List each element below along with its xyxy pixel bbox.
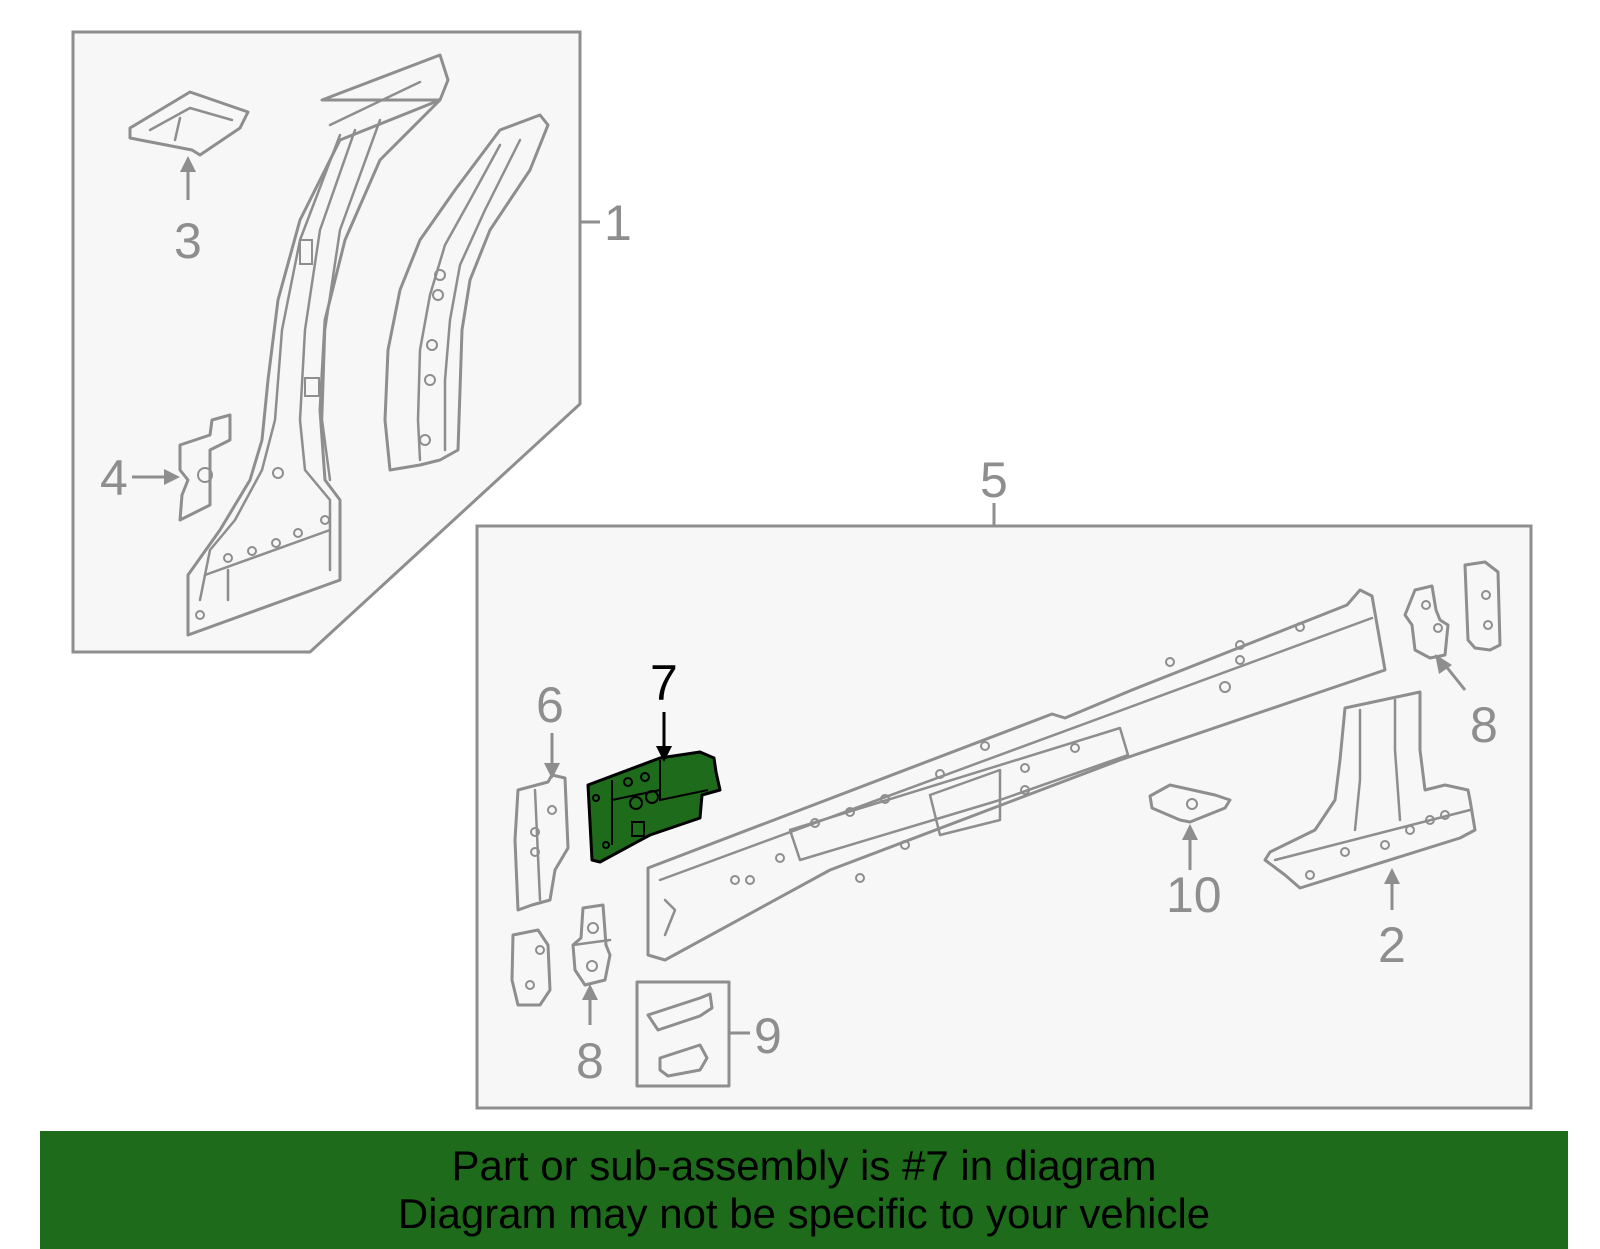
part-4-bracket [178,413,232,522]
b-pillar-outer [186,53,450,637]
callout-10: 10 [1166,867,1222,923]
callout-9: 9 [754,1008,782,1064]
a-pillar-inner [383,113,550,472]
callout-5: 5 [980,452,1008,508]
callout-3: 3 [174,213,202,269]
part-7-shape[interactable] [586,750,722,864]
callout-2: 2 [1378,917,1406,973]
callout-8-upper: 8 [1470,697,1498,753]
part-10-bracket [1148,783,1232,824]
part-8-bracket-left [571,903,612,987]
banner-line-1: Part or sub-assembly is #7 in diagram [451,1142,1157,1189]
side-bracket-left [510,928,552,1007]
part-3-bracket [128,90,250,157]
part-6-bracket [513,773,570,912]
rocker-panel [646,588,1387,962]
banner-line-2: Diagram may not be specific to your vehi… [397,1190,1211,1237]
pillar-assembly-panel [71,30,582,654]
callout-8-lower: 8 [576,1033,604,1089]
callout-6: 6 [536,677,564,733]
part-2-pillar-base [1263,690,1477,890]
part-8-bracket-right [1403,584,1450,660]
part-7-highlighted[interactable] [586,750,722,864]
callout-1: 1 [604,195,632,251]
info-banner: Part or sub-assembly is #7 in diagram Di… [40,1131,1568,1249]
callout-4: 4 [100,450,128,506]
part-9-group [635,980,731,1088]
side-bracket-right [1463,560,1502,652]
callout-7: 7 [650,655,678,711]
